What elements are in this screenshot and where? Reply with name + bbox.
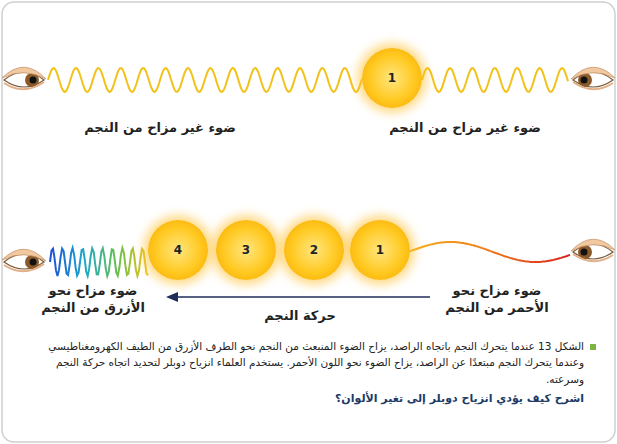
- observer-eye: [2, 67, 46, 89]
- wave-label: ضوء غير مزاح من النجم: [60, 120, 260, 137]
- star-number: 1: [376, 243, 384, 257]
- observer-eye: [2, 249, 46, 271]
- wave-label: ضوء مزاح نحو الأحمر من النجم: [438, 283, 556, 317]
- light-wave: [50, 248, 148, 276]
- observer-eye: [571, 239, 615, 261]
- light-wave: [48, 68, 362, 92]
- star: 1: [350, 220, 410, 280]
- motion-arrow: [176, 296, 430, 298]
- wave-label: ضوء غير مزاح من النجم: [365, 120, 565, 137]
- star: 3: [216, 220, 276, 280]
- figure-caption: الشكل 13 عندما يتحرك النجم باتجاه الراصد…: [18, 338, 584, 387]
- star: 2: [284, 220, 344, 280]
- question: اشرح كيف يؤدي انزياح دوبلر إلى تغير الأل…: [18, 392, 584, 405]
- star-number: 1: [388, 71, 396, 85]
- star-number: 3: [242, 243, 250, 257]
- motion-arrowhead: [166, 292, 178, 302]
- light-wave: [422, 68, 568, 92]
- star-number: 2: [310, 243, 318, 257]
- observer-eye: [571, 67, 615, 89]
- star-number: 4: [174, 243, 182, 257]
- light-wave: [408, 242, 570, 262]
- star: 4: [148, 220, 208, 280]
- wave-label: ضوء مزاح نحو الأزرق من النجم: [34, 283, 152, 317]
- star: 1: [362, 48, 422, 108]
- motion-label: حركة النجم: [240, 308, 360, 325]
- caption-bullet: [590, 344, 596, 350]
